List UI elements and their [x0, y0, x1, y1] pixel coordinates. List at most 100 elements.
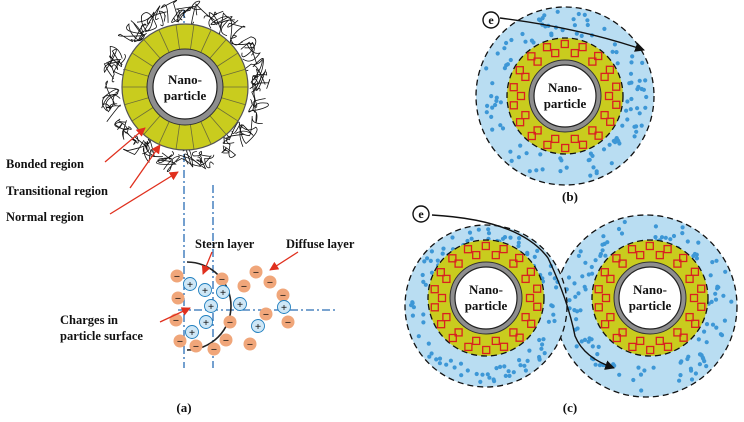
- ion-dot: [520, 31, 525, 37]
- bound-charge-square: [472, 250, 481, 260]
- ion-dot: [492, 379, 497, 384]
- negative-charge: [215, 272, 229, 286]
- ion-dot: [595, 352, 600, 357]
- ion-dot: [480, 372, 485, 377]
- polymer-strand: [106, 103, 121, 122]
- ion-dot: [540, 167, 545, 172]
- ion-dot: [632, 134, 637, 139]
- ring-segment-line: [143, 39, 161, 59]
- ion-dot: [579, 339, 584, 344]
- ion-dot: [721, 293, 726, 298]
- bound-charge-square: [436, 268, 445, 277]
- ion-dot: [619, 231, 625, 236]
- ion-dot: [704, 364, 709, 369]
- ion-dot: [628, 71, 634, 76]
- ion-dot: [634, 129, 639, 134]
- ion-dot: [668, 237, 673, 242]
- ion-dot: [697, 362, 703, 367]
- ion-dot: [525, 358, 530, 363]
- ion-dot: [550, 304, 555, 309]
- ion-dot: [574, 31, 579, 36]
- caption-a: (a): [176, 400, 191, 415]
- ion-dot: [506, 369, 511, 374]
- polymer-strand: [248, 109, 258, 123]
- ion-dot: [437, 356, 443, 361]
- charges-label-line1: Charges in: [60, 313, 118, 327]
- ion-dot: [578, 308, 583, 313]
- ion-dot: [549, 31, 554, 36]
- ion-dot: [678, 360, 683, 365]
- ion-dot: [659, 235, 665, 240]
- ion-dot: [508, 235, 513, 240]
- ring-segment-line: [190, 24, 195, 50]
- ion-dot: [586, 272, 591, 277]
- positive-charge-symbol: +: [189, 327, 195, 339]
- ion-dot: [564, 165, 569, 170]
- ion-dot: [590, 344, 595, 349]
- bound-charge-square: [499, 342, 509, 351]
- ion-dot: [588, 173, 593, 178]
- ion-dot: [539, 346, 544, 351]
- ring-segment-line: [124, 97, 149, 106]
- ion-dot: [643, 78, 648, 83]
- ion-dot: [620, 123, 625, 128]
- positive-charge-symbol: +: [220, 287, 226, 299]
- particle-label-a-line2: particle: [164, 88, 207, 103]
- ion-dot: [688, 366, 694, 371]
- negative-charge-symbol: −: [174, 271, 180, 283]
- ion-dot: [529, 38, 535, 43]
- ion-dot: [680, 225, 685, 230]
- ion-dot: [490, 81, 495, 86]
- negative-charge: [259, 307, 273, 321]
- ion-dot: [428, 258, 433, 263]
- negative-charge-symbol: −: [247, 339, 253, 351]
- ion-dot: [541, 337, 546, 342]
- ion-dot: [663, 235, 668, 240]
- negative-charge-symbol: −: [175, 293, 181, 305]
- negative-charge-symbol: −: [285, 317, 291, 329]
- polymer-strand: [108, 59, 123, 70]
- ion-dot: [421, 279, 426, 284]
- bound-charge-square: [685, 274, 694, 284]
- nanoparticle-core-c-right: [618, 266, 682, 330]
- polymer-strand: [156, 150, 177, 165]
- positive-charge-symbol: +: [281, 302, 287, 314]
- bound-charge-square: [509, 328, 518, 337]
- ion-dot: [610, 49, 615, 54]
- ion-dot: [484, 66, 489, 71]
- polymer-strand: [109, 52, 126, 67]
- bound-charge-square: [612, 333, 621, 343]
- negative-charge: [243, 337, 257, 351]
- bound-charge-square: [521, 274, 530, 284]
- bound-charge-square: [645, 241, 654, 251]
- ion-dot: [435, 258, 440, 263]
- polymer-strand: [142, 146, 163, 163]
- ion-dot: [476, 227, 481, 232]
- bound-charge-square: [509, 259, 518, 268]
- ion-dot: [574, 344, 579, 349]
- ion-dot: [589, 337, 594, 342]
- ion-dot: [548, 271, 553, 276]
- bound-charge-square: [551, 134, 560, 144]
- caption-c: (c): [563, 400, 577, 415]
- ion-dot: [590, 271, 595, 276]
- polymer-strand: [134, 135, 148, 148]
- negative-charge-symbol: −: [267, 277, 273, 289]
- ion-dot: [640, 60, 645, 65]
- bound-charge-square: [491, 250, 500, 260]
- bound-charge-square: [527, 52, 536, 61]
- bound-charge-square: [691, 319, 700, 328]
- bound-charge-square: [454, 328, 463, 337]
- bonded-ring-segments: [122, 24, 248, 150]
- bound-charge-square: [600, 268, 609, 277]
- ion-dot: [587, 157, 592, 162]
- transitional-region-label: Transitional region: [6, 184, 108, 198]
- ion-dot: [594, 171, 599, 176]
- ion-dot: [614, 50, 619, 55]
- ion-dot: [719, 333, 725, 338]
- ion-dot: [601, 147, 607, 152]
- ion-dot: [600, 242, 605, 247]
- ion-dot: [410, 313, 415, 318]
- particle-label-a-line1: Nano-: [168, 72, 202, 87]
- negative-charge: [263, 275, 277, 289]
